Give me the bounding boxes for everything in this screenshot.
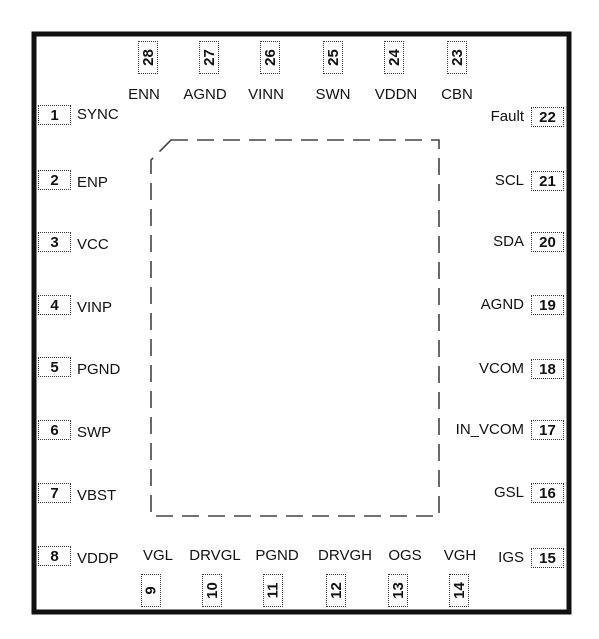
- pin-number-7: 7: [38, 483, 71, 503]
- pin-label-vinp: VINP: [77, 299, 113, 316]
- pin-number-8: 8: [38, 546, 71, 566]
- pin-label-gsl: GSL: [493, 484, 524, 501]
- pin-label-drvgh: DRVGH: [318, 547, 372, 564]
- pin-number-13: 13: [388, 574, 408, 607]
- pin-number-20: 20: [531, 232, 564, 252]
- pin-number-18: 18: [531, 359, 564, 379]
- pin-label-enn: ENN: [128, 86, 160, 103]
- pin-number-10: 10: [202, 574, 222, 607]
- pin-number-6: 6: [38, 420, 71, 440]
- pin-number-15: 15: [531, 548, 564, 568]
- pin-label-swp: SWP: [77, 424, 112, 441]
- pin-label-vgl: VGL: [142, 547, 174, 564]
- exposed-thermal-pad: [150, 139, 440, 517]
- pin-number-27: 27: [199, 41, 219, 74]
- pin-number-19: 19: [531, 295, 564, 315]
- pin-number-2: 2: [38, 170, 71, 190]
- pin-label-vddp: VDDP: [77, 550, 119, 567]
- pin-label-sync: SYNC: [77, 106, 119, 123]
- pin-label-igs: IGS: [498, 549, 524, 566]
- pin-label-in_vcom: IN_VCOM: [455, 421, 524, 438]
- pin-number-24: 24: [384, 41, 404, 74]
- pin-number-1: 1: [38, 105, 71, 125]
- pin-label-swn: SWN: [315, 86, 351, 103]
- pin-number-12: 12: [326, 574, 346, 607]
- pin-number-26: 26: [260, 41, 280, 74]
- pin-number-28: 28: [138, 41, 158, 74]
- pin-number-4: 4: [38, 295, 71, 315]
- pin-label-vbst: VBST: [77, 487, 117, 504]
- pin-number-23: 23: [447, 41, 467, 74]
- pin-number-25: 25: [323, 41, 343, 74]
- pin-number-3: 3: [38, 232, 71, 252]
- pin-label-agnd: AGND: [183, 86, 227, 103]
- package-body-outline: [31, 31, 572, 615]
- pin-number-17: 17: [531, 420, 564, 440]
- pin-label-ogs: OGS: [388, 547, 422, 564]
- pin-number-16: 16: [531, 483, 564, 503]
- pin-label-pgnd: PGND: [255, 547, 299, 564]
- pin-label-scl: SCL: [494, 172, 524, 189]
- pin-label-cbn: CBN: [441, 86, 473, 103]
- pin-label-vgh: VGH: [443, 547, 477, 564]
- pin-label-vinn: VINN: [248, 86, 284, 103]
- pin-number-11: 11: [263, 574, 283, 607]
- pin-label-pgnd: PGND: [77, 361, 121, 378]
- pin-label-vcc: VCC: [77, 236, 109, 253]
- pin-label-vcom: VCOM: [479, 360, 524, 377]
- pin-number-22: 22: [531, 107, 564, 127]
- pin-label-fault: Fault: [490, 108, 524, 125]
- pin-number-21: 21: [531, 171, 564, 191]
- pin-label-vddn: VDDN: [374, 86, 418, 103]
- pin-label-agnd: AGND: [480, 296, 524, 313]
- pin-label-sda: SDA: [493, 233, 524, 250]
- pin-number-14: 14: [449, 574, 469, 607]
- pin-label-enp: ENP: [77, 174, 108, 191]
- pin-number-5: 5: [38, 357, 71, 377]
- pin-label-drvgl: DRVGL: [189, 547, 241, 564]
- pin-number-9: 9: [141, 574, 161, 607]
